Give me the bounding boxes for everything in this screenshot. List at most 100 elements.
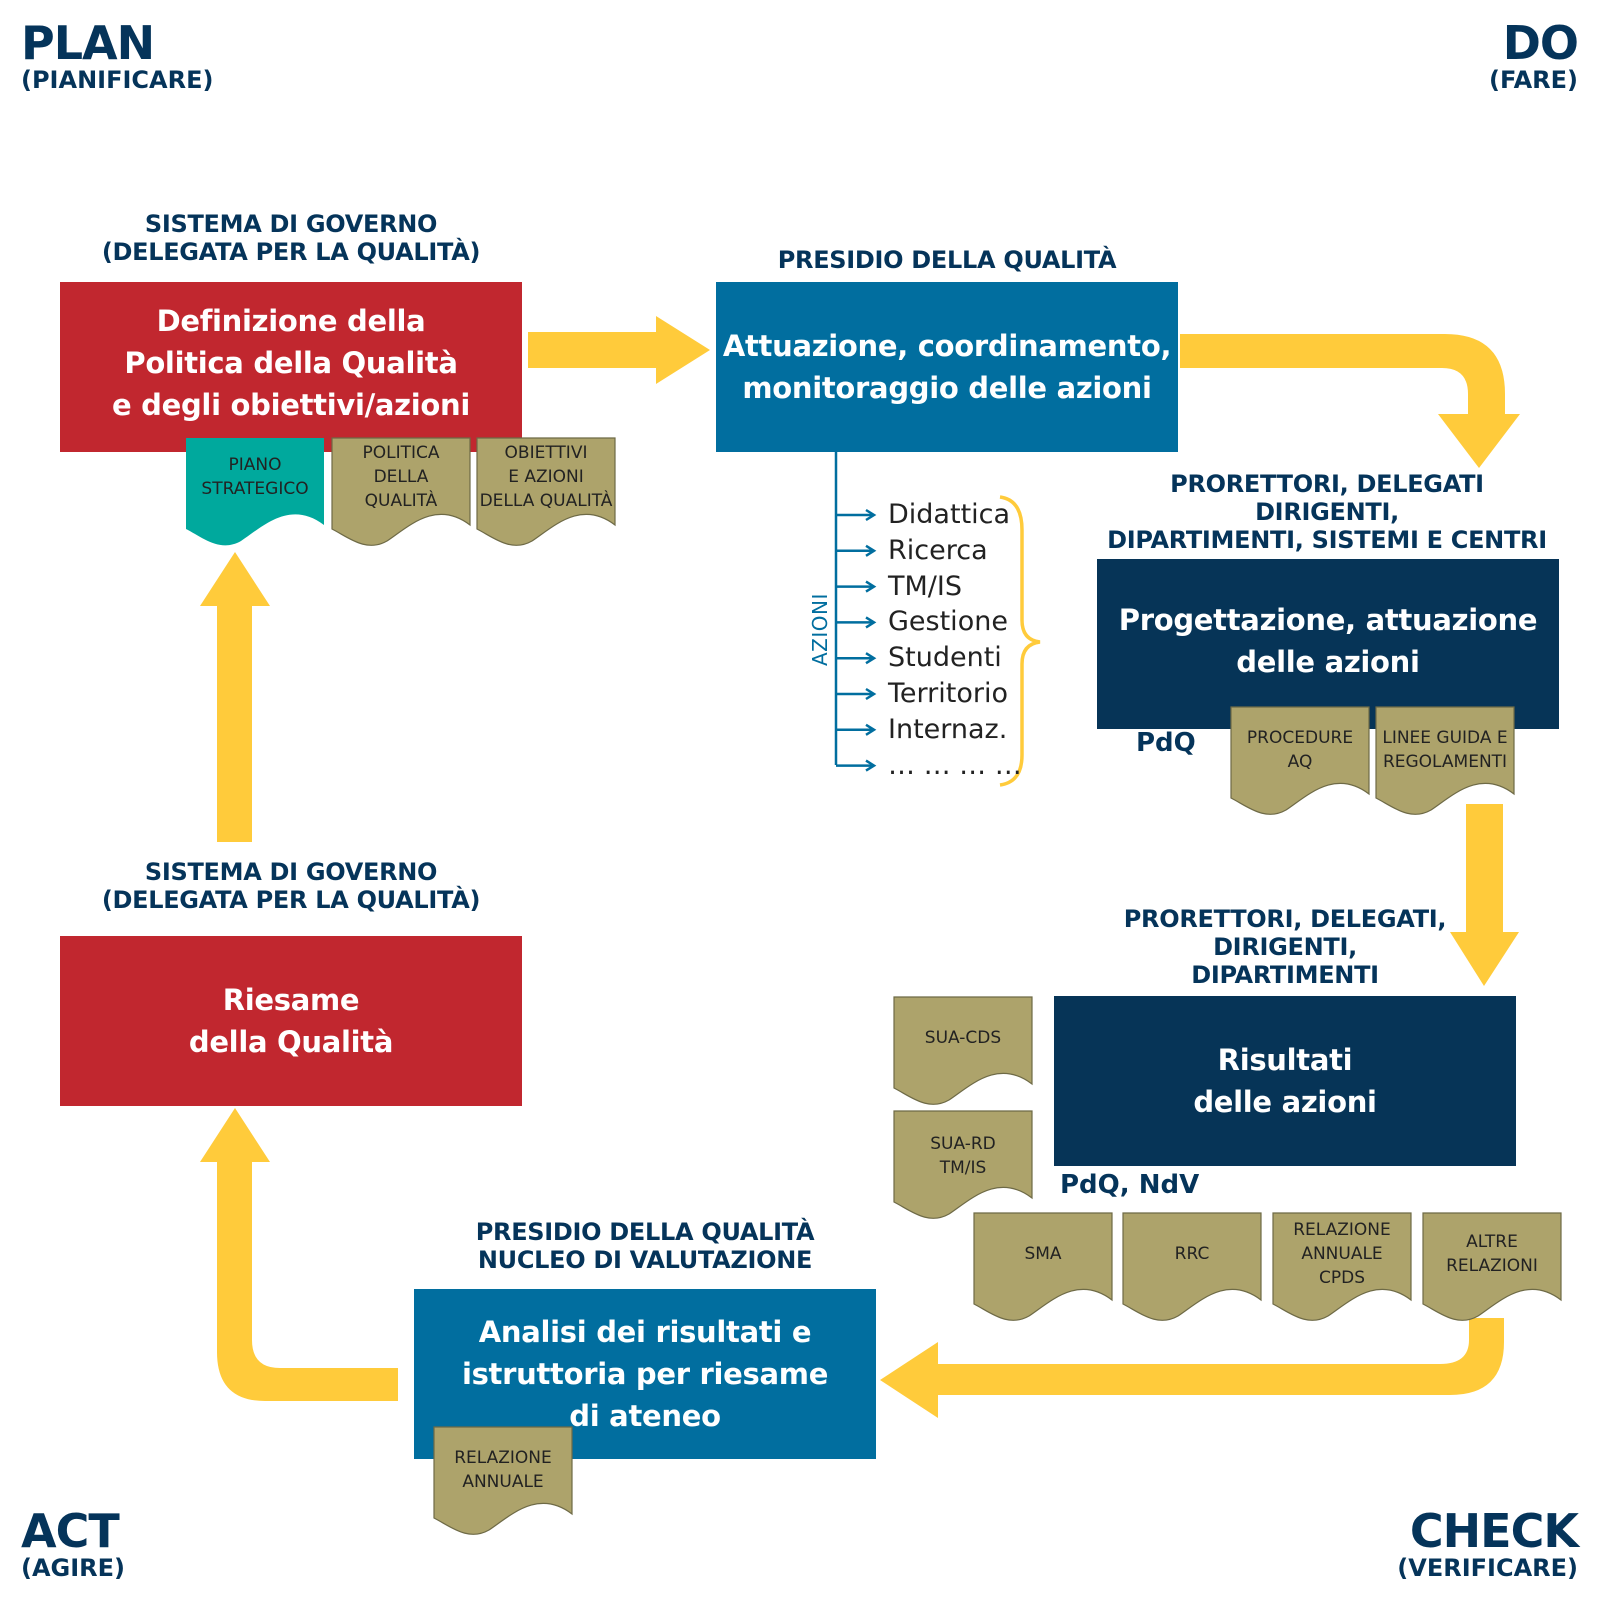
- azione-item: Studenti: [888, 642, 1002, 674]
- document-label-line: PROCEDURE: [1246, 728, 1354, 748]
- corner-act: ACT (AGIRE): [21, 1508, 125, 1582]
- act-title: ACT: [21, 1504, 120, 1558]
- risultati-box: Risultati delle azioni: [1054, 996, 1516, 1166]
- doc-piano-strategico: PIANO STRATEGICO: [185, 437, 325, 547]
- azione-arrow-head: [865, 723, 877, 736]
- definizione-box: Definizione della Politica della Qualità…: [60, 282, 522, 452]
- check-title: CHECK: [1409, 1504, 1579, 1558]
- progettazione-tag: PdQ: [1136, 728, 1196, 758]
- document-shape: [331, 437, 471, 546]
- riesame-actor: SISTEMA DI GOVERNO (DELEGATA PER LA QUAL…: [101, 858, 481, 914]
- document-label-line: OBIETTIVI: [504, 443, 588, 463]
- document-shape: [973, 1212, 1113, 1321]
- azione-item: TM/IS: [888, 570, 962, 602]
- document-label-line: ALTRE: [1466, 1232, 1518, 1252]
- do-subtitle: (FARE): [1488, 66, 1578, 94]
- document-label-line: SUA-CDS: [924, 1028, 1002, 1048]
- azione-item: Gestione: [888, 606, 1008, 638]
- document-label: OBIETTIVI E AZIONI DELLA QUALITÀ: [476, 441, 616, 513]
- doc-sma: SMA: [973, 1212, 1113, 1322]
- arrow-risultati-to-analisi: [880, 1318, 1504, 1418]
- risultati-actor: PRORETTORI, DELEGATI, DIRIGENTI, DIPARTI…: [1123, 905, 1447, 989]
- azione-item: Internaz.: [888, 713, 1008, 745]
- attuazione-box: Attuazione, coordinamento, monitoraggio …: [716, 282, 1178, 452]
- document-shape: [1375, 706, 1515, 815]
- document-label: SUA-CDS: [893, 1026, 1033, 1050]
- arrow-riesame-to-definizione: [200, 552, 270, 842]
- document-label: PIANO STRATEGICO: [185, 453, 325, 501]
- document-shape: [1230, 706, 1370, 815]
- act-subtitle: (AGIRE): [21, 1554, 126, 1582]
- document-label-line: CPDS: [1318, 1268, 1365, 1288]
- doc-sua-cds: SUA-CDS: [893, 996, 1033, 1106]
- document-label-line: PIANO: [228, 455, 282, 475]
- azione-arrow-head: [865, 580, 877, 593]
- document-shape: [893, 1110, 1033, 1219]
- risultati-tag: PdQ, NdV: [1060, 1170, 1200, 1200]
- plan-subtitle: (PIANIFICARE): [21, 66, 214, 94]
- corner-check: CHECK (VERIFICARE): [1397, 1504, 1579, 1582]
- azione-arrow-head: [865, 616, 877, 629]
- azione-arrow-head: [865, 687, 877, 701]
- corner-plan: PLAN (PIANIFICARE): [21, 20, 213, 94]
- doc-obiettivi-azioni: OBIETTIVI E AZIONI DELLA QUALITÀ: [476, 437, 616, 547]
- azione-arrow-head: [865, 508, 877, 522]
- document-label-line: E AZIONI: [508, 467, 584, 487]
- azione-item: … … … …: [888, 749, 1022, 781]
- document-label-line: DELLA QUALITÀ: [479, 491, 613, 511]
- arrow-attuazione-to-progettazione: [1180, 334, 1520, 468]
- arrow-progettazione-to-risultati: [1450, 804, 1519, 986]
- document-label: POLITICA DELLA QUALITÀ: [331, 441, 471, 513]
- document-label-line: DELLA: [373, 467, 429, 487]
- azione-item: Didattica: [888, 499, 1011, 530]
- do-title: DO: [1502, 16, 1579, 70]
- document-shape: [1272, 1212, 1412, 1321]
- document-label: SMA: [973, 1242, 1113, 1266]
- doc-rrc: RRC: [1122, 1212, 1262, 1322]
- document-label-line: RRC: [1174, 1244, 1210, 1264]
- riesame-box: Riesame della Qualità: [60, 936, 522, 1106]
- document-shape: [1422, 1212, 1562, 1321]
- arrow-analisi-to-riesame: [200, 1108, 398, 1401]
- azione-arrow-head: [865, 544, 877, 557]
- plan-title: PLAN: [21, 16, 155, 70]
- document-label-line: TM/IS: [939, 1158, 987, 1178]
- doc-sua-rd: SUA-RD TM/IS: [893, 1110, 1033, 1220]
- doc-politica-qualita: POLITICA DELLA QUALITÀ: [331, 437, 471, 547]
- attuazione-actor: PRESIDIO DELLA QUALITÀ: [777, 246, 1117, 274]
- document-label-line: POLITICA: [362, 443, 440, 463]
- document-shape: [186, 438, 324, 546]
- doc-linee-guida: LINEE GUIDA E REGOLAMENTI: [1375, 706, 1515, 816]
- document-label-line: QUALITÀ: [364, 491, 438, 511]
- progettazione-box: Progettazione, attuazione delle azioni: [1097, 559, 1559, 729]
- azione-arrow-head: [865, 759, 877, 772]
- check-subtitle: (VERIFICARE): [1397, 1554, 1578, 1582]
- document-label: LINEE GUIDA E REGOLAMENTI: [1375, 726, 1515, 774]
- document-label-line: STRATEGICO: [201, 479, 309, 499]
- document-shape: [1122, 1212, 1262, 1321]
- progettazione-actor: PRORETTORI, DELEGATI DIRIGENTI, DIPARTIM…: [1107, 470, 1547, 554]
- document-label-line: REGOLAMENTI: [1382, 752, 1508, 772]
- document-label-line: ANNUALE: [462, 1472, 544, 1492]
- arrow-definizione-to-attuazione: [528, 316, 710, 384]
- document-label: SUA-RD TM/IS: [893, 1132, 1033, 1180]
- azione-item: Territorio: [888, 677, 1008, 709]
- azioni-brace: [999, 495, 1041, 787]
- document-label: RRC: [1122, 1242, 1262, 1266]
- document-shape: [433, 1426, 573, 1535]
- document-label-line: LINEE GUIDA E: [1382, 728, 1508, 748]
- azioni-label: AZIONI: [808, 593, 832, 666]
- document-label-line: SMA: [1024, 1244, 1062, 1264]
- document-shape: [476, 437, 616, 546]
- document-label-line: SUA-RD: [930, 1134, 996, 1154]
- azione-arrow-head: [865, 652, 877, 665]
- document-shape: [893, 996, 1033, 1105]
